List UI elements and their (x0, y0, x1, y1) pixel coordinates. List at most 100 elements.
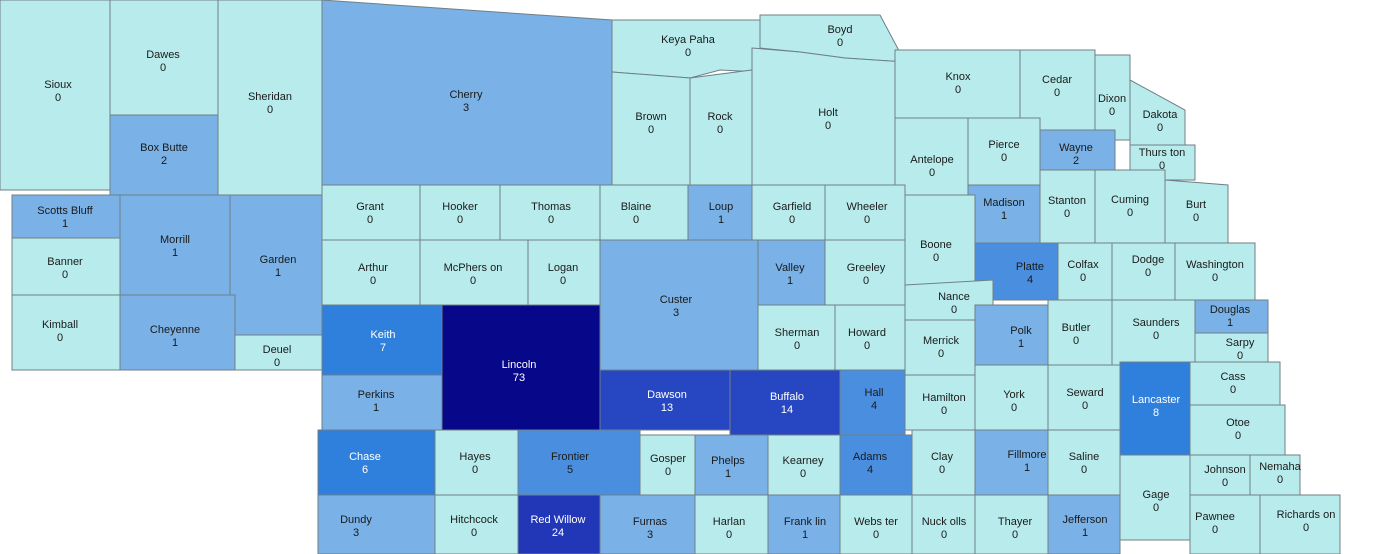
county-value-banner: 0 (62, 269, 68, 281)
county-hitchcock (434, 494, 519, 554)
county-name-hall: Hall (865, 387, 884, 399)
county-name-lincoln: Lincoln (502, 359, 537, 371)
county-name-boone: Boone (920, 239, 952, 251)
county-value-cedar: 0 (1054, 87, 1060, 99)
county-kimball (11, 294, 121, 371)
county-value-boyd: 0 (837, 37, 843, 49)
county-value-valley: 1 (787, 275, 793, 287)
county-name-morrill: Morrill (160, 234, 190, 246)
county-red-willow (517, 494, 601, 554)
county-dodge (1111, 242, 1176, 301)
county-value-pawnee: 0 (1212, 524, 1218, 536)
county-name-brown: Brown (635, 111, 666, 123)
county-name-madison: Madison (983, 197, 1025, 209)
county-value-garfield: 0 (789, 214, 795, 226)
county-name-deuel: Deuel (263, 344, 292, 356)
county-name-merrick: Merrick (923, 335, 960, 347)
county-thayer (974, 494, 1049, 554)
county-value-york: 0 (1011, 402, 1017, 414)
county-value-cheyenne: 1 (172, 337, 178, 349)
county-value-rock: 0 (717, 124, 723, 136)
county-value-keya-paha: 0 (685, 47, 691, 59)
county-name-otoe: Otoe (1226, 417, 1250, 429)
county-value-boone: 0 (933, 252, 939, 264)
county-value-chase: 6 (362, 464, 368, 476)
county-value-richardson: 0 (1303, 522, 1309, 534)
county-name-thayer: Thayer (998, 516, 1033, 528)
county-name-washington: Washington (1186, 259, 1244, 271)
county-name-adams: Adams (853, 451, 888, 463)
county-value-otoe: 0 (1235, 430, 1241, 442)
county-name-cherry: Cherry (449, 89, 483, 101)
county-name-gosper: Gosper (650, 453, 686, 465)
county-name-sherman: Sherman (775, 327, 820, 339)
county-value-cuming: 0 (1127, 207, 1133, 219)
county-name-thomas: Thomas (531, 201, 571, 213)
county-value-harlan: 0 (726, 529, 732, 541)
county-name-dodge: Dodge (1132, 254, 1164, 266)
county-name-kimball: Kimball (42, 319, 78, 331)
county-gosper (639, 434, 696, 496)
county-furnas (599, 494, 696, 554)
county-name-valley: Valley (775, 262, 805, 274)
county-name-stanton: Stanton (1048, 195, 1086, 207)
county-value-perkins: 1 (373, 402, 379, 414)
county-name-frontier: Frontier (551, 451, 589, 463)
county-name-red-willow: Red Willow (530, 514, 585, 526)
county-value-buffalo: 14 (781, 404, 793, 416)
county-value-sheridan: 0 (267, 104, 273, 116)
county-value-dawson: 13 (661, 402, 673, 414)
county-value-nance: 0 (951, 304, 957, 316)
county-name-dundy: Dundy (340, 514, 372, 526)
county-name-keith: Keith (370, 329, 395, 341)
county-value-clay: 0 (939, 464, 945, 476)
county-value-dakota: 0 (1157, 122, 1163, 134)
county-value-kearney: 0 (800, 468, 806, 480)
county-name-lancaster: Lancaster (1132, 394, 1181, 406)
county-name-sheridan: Sheridan (248, 91, 292, 103)
county-name-douglas: Douglas (1210, 304, 1251, 316)
county-name-nuckolls: Nuck olls (922, 516, 967, 528)
county-name-richardson: Richards on (1277, 509, 1336, 521)
county-name-sarpy: Sarpy (1226, 337, 1255, 349)
county-value-mcpherson: 0 (470, 275, 476, 287)
county-value-saline: 0 (1081, 464, 1087, 476)
county-value-arthur: 0 (370, 275, 376, 287)
county-name-johnson: Johnson (1204, 464, 1246, 476)
county-value-lancaster: 8 (1153, 407, 1159, 419)
county-name-gage: Gage (1143, 489, 1170, 501)
county-name-blaine: Blaine (621, 201, 652, 213)
county-name-holt: Holt (818, 107, 838, 119)
county-name-hooker: Hooker (442, 201, 478, 213)
county-franklin (767, 494, 841, 554)
county-name-rock: Rock (707, 111, 733, 123)
county-name-keya-paha: Keya Paha (661, 34, 716, 46)
county-value-fillmore: 1 (1024, 462, 1030, 474)
county-value-keith: 7 (380, 342, 386, 354)
county-name-phelps: Phelps (711, 455, 745, 467)
county-name-franklin: Frank lin (784, 516, 826, 528)
county-value-thomas: 0 (548, 214, 554, 226)
county-harlan (694, 494, 769, 554)
county-value-douglas: 1 (1227, 317, 1233, 329)
county-name-colfax: Colfax (1067, 259, 1099, 271)
county-value-box-butte: 2 (161, 155, 167, 167)
county-value-burt: 0 (1193, 212, 1199, 224)
county-value-saunders: 0 (1153, 330, 1159, 342)
county-value-butler: 0 (1073, 335, 1079, 347)
county-fillmore (974, 429, 1049, 496)
county-name-arthur: Arthur (358, 262, 388, 274)
county-name-boyd: Boyd (827, 24, 852, 36)
county-value-kimball: 0 (57, 332, 63, 344)
county-perkins (321, 374, 443, 431)
county-name-garden: Garden (260, 254, 297, 266)
county-name-hamilton: Hamilton (922, 392, 965, 404)
county-name-clay: Clay (931, 451, 954, 463)
county-value-howard: 0 (864, 340, 870, 352)
county-name-box-butte: Box Butte (140, 142, 188, 154)
county-name-grant: Grant (356, 201, 384, 213)
county-value-hayes: 0 (472, 464, 478, 476)
county-name-saunders: Saunders (1132, 317, 1180, 329)
county-value-thayer: 0 (1012, 529, 1018, 541)
county-value-grant: 0 (367, 214, 373, 226)
